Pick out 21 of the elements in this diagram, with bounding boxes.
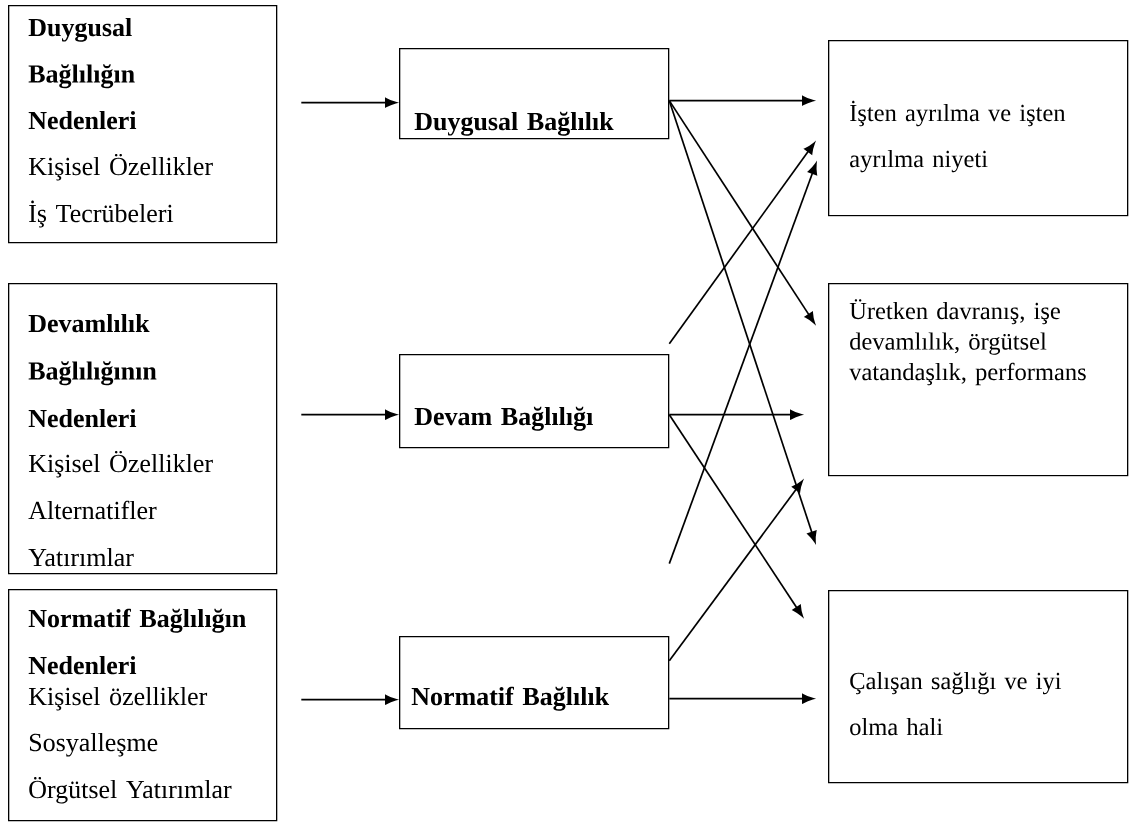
- commitment-box: Devam Bağlılığı: [399, 354, 670, 449]
- cause-box: Devamlılık Bağlılığının Nedenleri Kişisel Özellikler Alternatifler Yatırımlar: [8, 283, 278, 575]
- arrow: [668, 142, 815, 345]
- arrow: [668, 693, 814, 704]
- arrow: [668, 162, 818, 565]
- outcome-box: Üretken davranış, işe devamlılık, örgütsel vatandaşlık, performans: [828, 283, 1129, 477]
- outcome-box: Çalışan sağlığı ve iyi olma hali: [828, 590, 1129, 784]
- commitment-box: Duygusal Bağlılık: [399, 48, 670, 140]
- cause-box: Duygusal Bağlılığın Nedenleri Kişisel Özellikler İş Tecrübeleri: [8, 5, 278, 244]
- arrow: [668, 409, 802, 420]
- arrow: [668, 99, 817, 543]
- arrow: [668, 413, 803, 617]
- arrow: [300, 694, 397, 705]
- arrow: [668, 99, 816, 324]
- arrow: [300, 97, 397, 108]
- cause-box: Normatif Bağlılığın Nedenleri Kişisel özellikler Sosyalleşme Örgütsel Yatırımlar: [8, 589, 278, 822]
- arrow: [300, 409, 397, 420]
- commitment-box: Normatif Bağlılık: [399, 636, 670, 730]
- outcome-box: İşten ayrılma ve işten ayrılma niyeti: [828, 40, 1129, 217]
- arrow: [668, 480, 803, 662]
- arrow: [668, 95, 814, 106]
